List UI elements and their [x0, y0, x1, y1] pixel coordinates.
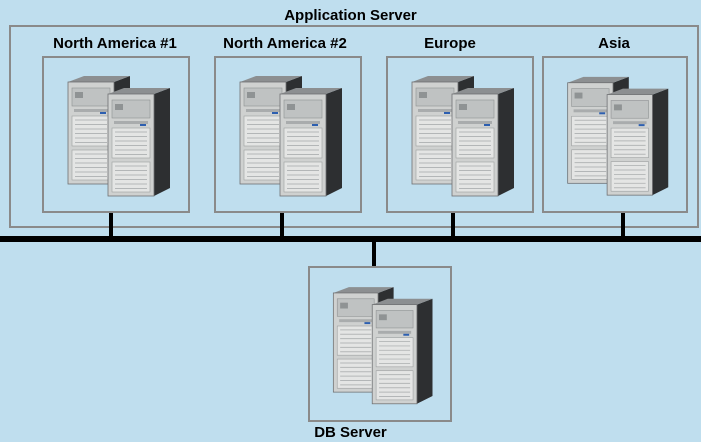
connector-line: [451, 213, 455, 239]
server-tower-pair-icon: [411, 76, 514, 197]
server-tower-pair-icon: [567, 76, 669, 196]
connector-line: [621, 213, 625, 239]
region-label-asia: Asia: [598, 35, 630, 52]
server-tower-pair-icon: [239, 76, 342, 197]
network-bus-line: [0, 236, 701, 242]
connector-line: [109, 213, 113, 239]
server-tower-pair-icon: [332, 287, 433, 405]
db-server-title: DB Server: [314, 424, 387, 441]
connector-line: [372, 240, 376, 267]
server-box-north-america-2: [214, 56, 362, 213]
application-server-frame: [9, 25, 699, 228]
region-label-north-america-2: North America #2: [223, 35, 347, 52]
server-tower-pair-icon: [67, 76, 170, 197]
connector-line: [280, 213, 284, 239]
application-server-title: Application Server: [284, 7, 417, 24]
db-server-box: [308, 266, 452, 422]
server-box-europe: [386, 56, 534, 213]
server-box-north-america-1: [42, 56, 190, 213]
server-box-asia: [542, 56, 688, 213]
region-label-europe: Europe: [424, 35, 476, 52]
region-label-north-america-1: North America #1: [53, 35, 177, 52]
